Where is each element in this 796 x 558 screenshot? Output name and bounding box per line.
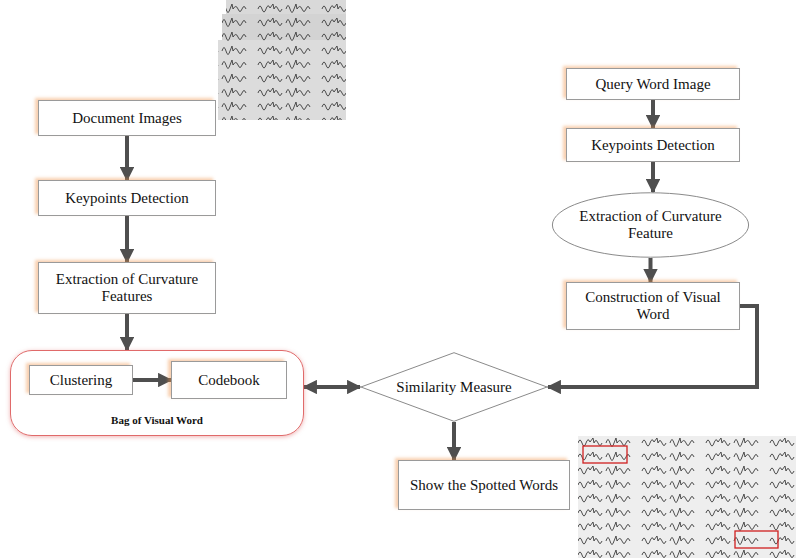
flow-arrow bbox=[125, 216, 129, 262]
node-label: Clustering bbox=[50, 372, 113, 389]
decision-diamond: Similarity Measure bbox=[360, 352, 548, 422]
process-box: Codebook bbox=[171, 361, 287, 399]
node-label: Show the Spotted Words bbox=[410, 477, 558, 494]
node-label: Similarity Measure bbox=[396, 379, 511, 396]
flow-arrow bbox=[125, 314, 129, 350]
flow-arrow bbox=[651, 162, 655, 192]
process-box: Extraction of Curvature Features bbox=[38, 262, 216, 314]
flow-arrow bbox=[649, 258, 653, 282]
node-label: Keypoints Detection bbox=[65, 190, 189, 207]
node-label: Extraction of Curvature Features bbox=[47, 271, 207, 305]
flow-arrow bbox=[133, 378, 171, 382]
group-box: Bag of Visual Word Clustering Codebook bbox=[10, 350, 304, 436]
process-box: Keypoints Detection bbox=[38, 180, 216, 216]
node-label: Extraction of Curvature Feature bbox=[571, 208, 731, 242]
process-box: Clustering bbox=[29, 365, 133, 395]
flow-arrow bbox=[125, 136, 129, 180]
process-ellipse: Extraction of Curvature Feature bbox=[551, 192, 750, 258]
node-label: Keypoints Detection bbox=[591, 137, 715, 154]
group-title: Bag of Visual Word bbox=[11, 414, 303, 427]
flow-arrow bbox=[304, 385, 360, 389]
process-box: Query Word Image bbox=[566, 68, 740, 100]
node-label: Construction of Visual Word bbox=[575, 289, 731, 323]
flow-arrow bbox=[452, 422, 456, 460]
node-label: Codebook bbox=[198, 372, 260, 389]
document-stack bbox=[218, 0, 346, 120]
node-label: Query Word Image bbox=[595, 76, 710, 93]
spotted-result-image bbox=[578, 436, 796, 558]
process-box: Document Images bbox=[38, 100, 216, 136]
process-box: Construction of Visual Word bbox=[566, 282, 740, 330]
process-box: Keypoints Detection bbox=[566, 128, 740, 162]
process-box: Show the Spotted Words bbox=[398, 460, 570, 510]
node-label: Document Images bbox=[72, 110, 182, 127]
flow-arrow bbox=[651, 100, 655, 128]
